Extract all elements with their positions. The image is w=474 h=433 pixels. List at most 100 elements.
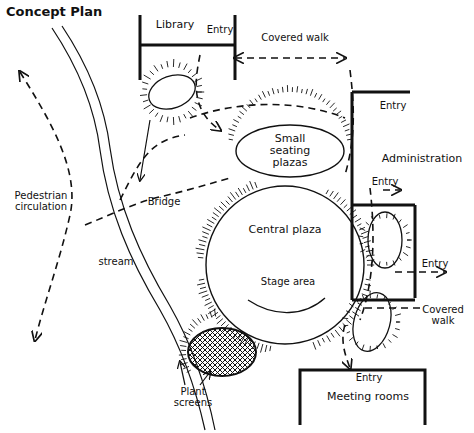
grass-tick	[161, 64, 163, 69]
grass-tick	[366, 250, 372, 251]
grass-tick	[362, 345, 364, 351]
grass-tick	[383, 343, 386, 348]
grass-tick	[255, 182, 257, 188]
grass-tick	[370, 292, 371, 298]
grass-tick	[406, 233, 410, 234]
grass-tick	[359, 227, 365, 230]
grass-tick	[208, 306, 214, 309]
grass-tick	[313, 342, 316, 350]
grass-tick	[376, 346, 378, 350]
grass-tick	[339, 327, 343, 332]
plan-label: Pedestrian circulation	[6, 190, 76, 212]
grass-tick	[155, 113, 158, 117]
area-name: Small seating plazas	[255, 133, 325, 169]
grass-tick	[242, 107, 247, 112]
grass-tick	[393, 307, 397, 310]
grass-tick	[252, 342, 255, 350]
area-name: Central plaza	[249, 224, 322, 236]
grass-tick	[341, 199, 346, 204]
grass-tick	[346, 320, 351, 325]
grass-tick	[399, 257, 402, 260]
plan-label: Entry	[370, 176, 400, 187]
grass-tick	[205, 298, 210, 300]
hatched-tree-mass	[188, 328, 256, 376]
grass-tick	[386, 213, 387, 218]
grass-tick	[184, 332, 190, 335]
grass-tick	[240, 336, 244, 344]
grass-tick	[363, 237, 368, 239]
grass-tick	[216, 316, 220, 319]
grass-tick	[154, 65, 158, 71]
grass-tick	[343, 124, 349, 127]
grass-tick	[350, 210, 356, 215]
grass-tick	[212, 217, 217, 220]
grass-tick	[184, 64, 187, 70]
grass-tick	[196, 97, 202, 98]
plan-title: Concept Plan	[6, 4, 102, 19]
grass-tick	[331, 333, 334, 338]
grass-tick	[296, 86, 298, 92]
grass-tick	[347, 332, 350, 333]
grass-tick	[306, 89, 308, 94]
grass-tick	[232, 125, 237, 127]
grass-tick	[358, 303, 362, 305]
area-name: Administration	[382, 153, 463, 165]
grass-tick	[190, 324, 195, 328]
grass-tick	[379, 261, 380, 266]
grass-tick	[238, 188, 242, 195]
grass-tick	[221, 322, 226, 326]
grass-tick	[327, 336, 331, 342]
grass-tick	[192, 107, 197, 110]
grass-tick	[352, 215, 357, 218]
grass-tick	[265, 345, 267, 352]
grass-tick	[181, 350, 186, 351]
planting-bed	[144, 69, 402, 356]
plaza-area: Central plaza	[205, 185, 365, 345]
grass-tick	[255, 99, 257, 103]
grass-tick	[228, 197, 233, 203]
grass-tick	[363, 289, 371, 291]
grass-tick	[257, 343, 259, 349]
grass-tick	[355, 307, 360, 310]
grass-tick	[344, 205, 347, 208]
grass-tick	[371, 216, 374, 221]
grass-tick	[396, 322, 400, 323]
grass-tick	[184, 114, 186, 118]
grass-tick	[199, 279, 204, 280]
grass-tick	[202, 236, 207, 238]
grass-tick	[144, 75, 151, 79]
plan-label: stream	[96, 256, 136, 267]
building-label: Library	[145, 16, 205, 34]
plan-label: Stage area	[258, 276, 318, 287]
grass-tick	[277, 89, 279, 93]
grass-tick	[326, 190, 328, 194]
grass-tick	[396, 322, 400, 323]
grass-tick	[366, 279, 371, 281]
grass-tick	[144, 105, 151, 109]
grass-tick	[221, 202, 227, 208]
grass-tick	[231, 330, 234, 334]
grass-tick	[315, 93, 317, 97]
grass-tick	[393, 261, 395, 266]
plan-label: Bridge	[144, 196, 184, 207]
stage-edge	[248, 298, 325, 313]
grass-tick	[197, 92, 204, 93]
grass-tick	[213, 213, 219, 217]
grass-tick	[336, 111, 341, 115]
grass-tick	[192, 73, 197, 77]
grass-tick	[229, 129, 236, 131]
grass-tick	[349, 316, 353, 320]
grass-tick	[210, 311, 212, 317]
grass-tick	[287, 85, 288, 92]
grass-tick	[198, 318, 201, 323]
grass-tick	[250, 181, 254, 189]
grass-tick	[214, 309, 215, 317]
grass-tick	[346, 134, 352, 136]
grass-tick	[197, 252, 204, 254]
grass-tick	[197, 283, 205, 285]
grass-tick	[341, 120, 346, 123]
grass-tick	[180, 363, 188, 365]
area-outline-shape	[206, 186, 364, 344]
building-label: Administration	[372, 150, 472, 168]
grass-tick	[207, 224, 213, 227]
